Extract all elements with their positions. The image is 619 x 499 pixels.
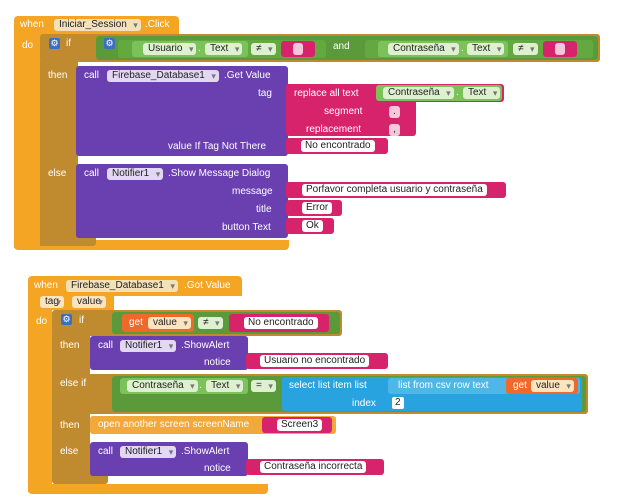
title-field[interactable]: Error (302, 202, 333, 214)
segment-string[interactable]: . (389, 106, 400, 118)
title-socket-label: title (256, 204, 272, 215)
event-block-bottom[interactable] (28, 484, 268, 494)
text-property-dropdown[interactable]: Text (467, 43, 505, 55)
usuario-dropdown[interactable]: Usuario (143, 43, 197, 55)
if-label: if (79, 315, 84, 326)
value-if-not-there-label: value If Tag Not There (168, 141, 267, 152)
call-label: call (84, 70, 100, 81)
index-number-field[interactable]: 2 (392, 397, 404, 409)
then-label: then (48, 70, 68, 81)
notifier-component-dropdown[interactable]: Notifier1 (120, 446, 177, 458)
message-field[interactable]: Porfavor completa usuario y contraseña (302, 184, 487, 196)
event-block-body[interactable] (28, 308, 52, 492)
open-screen-label: open another screen screenName (98, 419, 250, 430)
button-text-field[interactable]: Ok (302, 220, 323, 232)
show-alert-method: .ShowAlert (181, 340, 230, 351)
if-block-bottom[interactable] (40, 236, 96, 246)
and-label: and (333, 41, 350, 52)
event-block-bottom[interactable] (14, 240, 289, 250)
empty-string-field[interactable] (293, 43, 303, 55)
screen3-field[interactable]: Screen3 (277, 419, 323, 431)
no-encontrado-field[interactable]: No encontrado (244, 317, 318, 329)
notifier-component-dropdown[interactable]: Notifier1 (107, 168, 164, 180)
when-label: when (20, 19, 44, 30)
call-label: call (98, 446, 114, 457)
notifier-component-dropdown[interactable]: Notifier1 (120, 340, 177, 352)
replacement-string[interactable]: , (389, 124, 400, 136)
param-value[interactable]: value (72, 296, 106, 308)
if-block-left-bar[interactable] (52, 334, 90, 480)
contrasena-dropdown[interactable]: Contraseña (127, 380, 198, 392)
else-if-label: else if (60, 378, 87, 389)
tag-socket-label: tag (258, 88, 272, 99)
replacement-label: replacement (306, 124, 362, 135)
do-label: do (36, 316, 48, 327)
notice-socket-label: notice (204, 357, 231, 368)
else-label: else (60, 446, 79, 457)
firebase-component-dropdown[interactable]: Firebase_Database1 (107, 70, 219, 82)
get-variable-dropdown[interactable]: value (531, 380, 574, 392)
event-name: .Got Value (184, 280, 231, 291)
then-label: then (60, 340, 80, 351)
event-block-body[interactable] (14, 34, 40, 248)
gear-icon[interactable]: ⚙ (49, 38, 60, 49)
do-label: do (22, 40, 34, 51)
dot-label: . (199, 380, 202, 391)
dot-label: . (198, 43, 201, 54)
empty-string-field[interactable] (555, 43, 565, 55)
param-tag[interactable]: tag (40, 296, 64, 308)
if-block-left-bar[interactable] (40, 60, 78, 246)
gear-icon[interactable]: ⚙ (61, 314, 72, 325)
index-label: index (352, 398, 376, 409)
if-label: if (66, 38, 71, 49)
if-block-bottom[interactable] (52, 474, 108, 484)
dot-label: . (461, 43, 464, 54)
get-label: get (129, 317, 143, 328)
notice-socket-label: notice (204, 463, 231, 474)
no-encontrado-field[interactable]: No encontrado (301, 140, 375, 152)
text-property-dropdown[interactable]: Text (206, 380, 244, 392)
list-from-csv-label: list from csv row text (398, 380, 489, 391)
notice1-field[interactable]: Usuario no encontrado (260, 355, 370, 367)
contrasena-dropdown[interactable]: Contraseña (388, 43, 459, 55)
event-name: .Click (145, 19, 170, 30)
message-socket-label: message (232, 186, 273, 197)
get-label: get (513, 380, 527, 391)
when-label: when (34, 280, 58, 291)
neq-operator-dropdown[interactable]: ≠ (251, 43, 276, 55)
neq-operator-dropdown[interactable]: ≠ (198, 317, 223, 329)
text-property-dropdown[interactable]: Text (463, 87, 501, 99)
eq-operator-dropdown[interactable]: = (251, 380, 276, 392)
component-dropdown-firebase[interactable]: Firebase_Database1 (66, 280, 178, 292)
else-label: else (48, 168, 67, 179)
segment-label: segment (324, 106, 363, 117)
text-property-dropdown[interactable]: Text (205, 43, 243, 55)
show-alert-method: .ShowAlert (181, 446, 230, 457)
button-text-socket-label: button Text (222, 222, 271, 233)
call-label: call (98, 340, 114, 351)
component-dropdown-iniciar-session[interactable]: Iniciar_Session (54, 19, 141, 31)
notice2-field[interactable]: Contraseña incorrecta (260, 461, 367, 473)
neq-operator-dropdown[interactable]: ≠ (513, 43, 538, 55)
then-label: then (60, 420, 80, 431)
select-list-label: select list item list (289, 380, 367, 391)
contrasena-dropdown[interactable]: Contraseña (383, 87, 454, 99)
replace-all-label: replace all text (294, 88, 359, 99)
get-value-method: .Get Value (224, 70, 271, 81)
get-variable-dropdown[interactable]: value (148, 317, 191, 329)
call-label: call (84, 168, 100, 179)
show-dialog-method: .Show Message Dialog (168, 168, 271, 179)
dot-label: . (456, 87, 459, 98)
gear-icon[interactable]: ⚙ (104, 38, 115, 49)
